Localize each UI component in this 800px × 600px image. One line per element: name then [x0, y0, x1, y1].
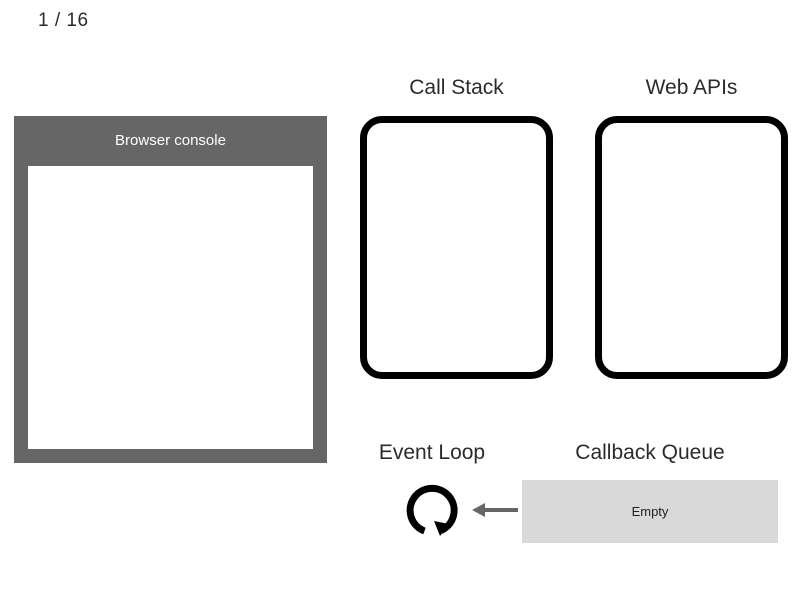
arrow-left-icon	[472, 503, 518, 517]
callback-queue-box: Empty	[522, 480, 778, 543]
web-apis-entry-list	[602, 123, 781, 135]
circular-arrow-icon	[406, 484, 458, 536]
console-log-list	[28, 166, 313, 178]
browser-console-title: Browser console	[115, 132, 226, 149]
call-stack-box	[360, 116, 553, 379]
call-stack-frame-list	[367, 123, 546, 135]
call-stack-title: Call Stack	[409, 76, 504, 99]
browser-console-output	[28, 166, 313, 449]
web-apis-box	[595, 116, 788, 379]
slide-counter: 1 / 16	[38, 10, 89, 31]
event-loop-title: Event Loop	[378, 441, 486, 464]
callback-queue-title: Callback Queue	[575, 441, 725, 464]
callback-queue-status: Empty	[631, 504, 669, 519]
browser-console-panel: Browser console	[14, 116, 327, 463]
web-apis-title: Web APIs	[645, 76, 738, 99]
